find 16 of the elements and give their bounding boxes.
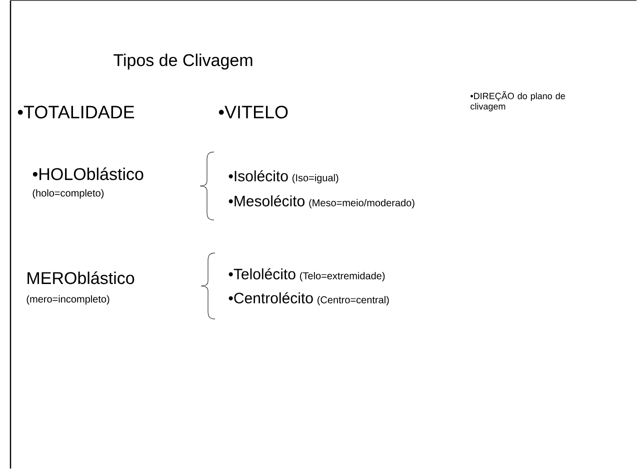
- heading-text: •TOTALIDADE: [18, 106, 134, 118]
- category-note: (mero=incompleto): [26, 295, 110, 305]
- category-text: MEROblástico: [28, 271, 134, 284]
- type-text: •Mesolécito: [228, 195, 305, 206]
- type-text: •Centrolécito: [228, 292, 313, 304]
- category-note: (holo=completo): [32, 189, 104, 199]
- note-text: •DIREÇÃO do plano de clivagem: [470, 91, 565, 112]
- type-note: (Meso=meio/moderado): [309, 199, 414, 208]
- title: Tipos de Clivagem: [114, 54, 252, 70]
- heading-text: •VITELO: [218, 106, 288, 118]
- category-text: •HOLOblástico: [32, 167, 144, 180]
- type-text: •Telolécito: [228, 268, 296, 280]
- type-note: (Centro=central): [318, 296, 389, 306]
- type-text: •Isolécito: [228, 170, 288, 182]
- type-note: (Telo=extremidade): [300, 272, 385, 282]
- type-note: (Iso=igual): [292, 174, 338, 184]
